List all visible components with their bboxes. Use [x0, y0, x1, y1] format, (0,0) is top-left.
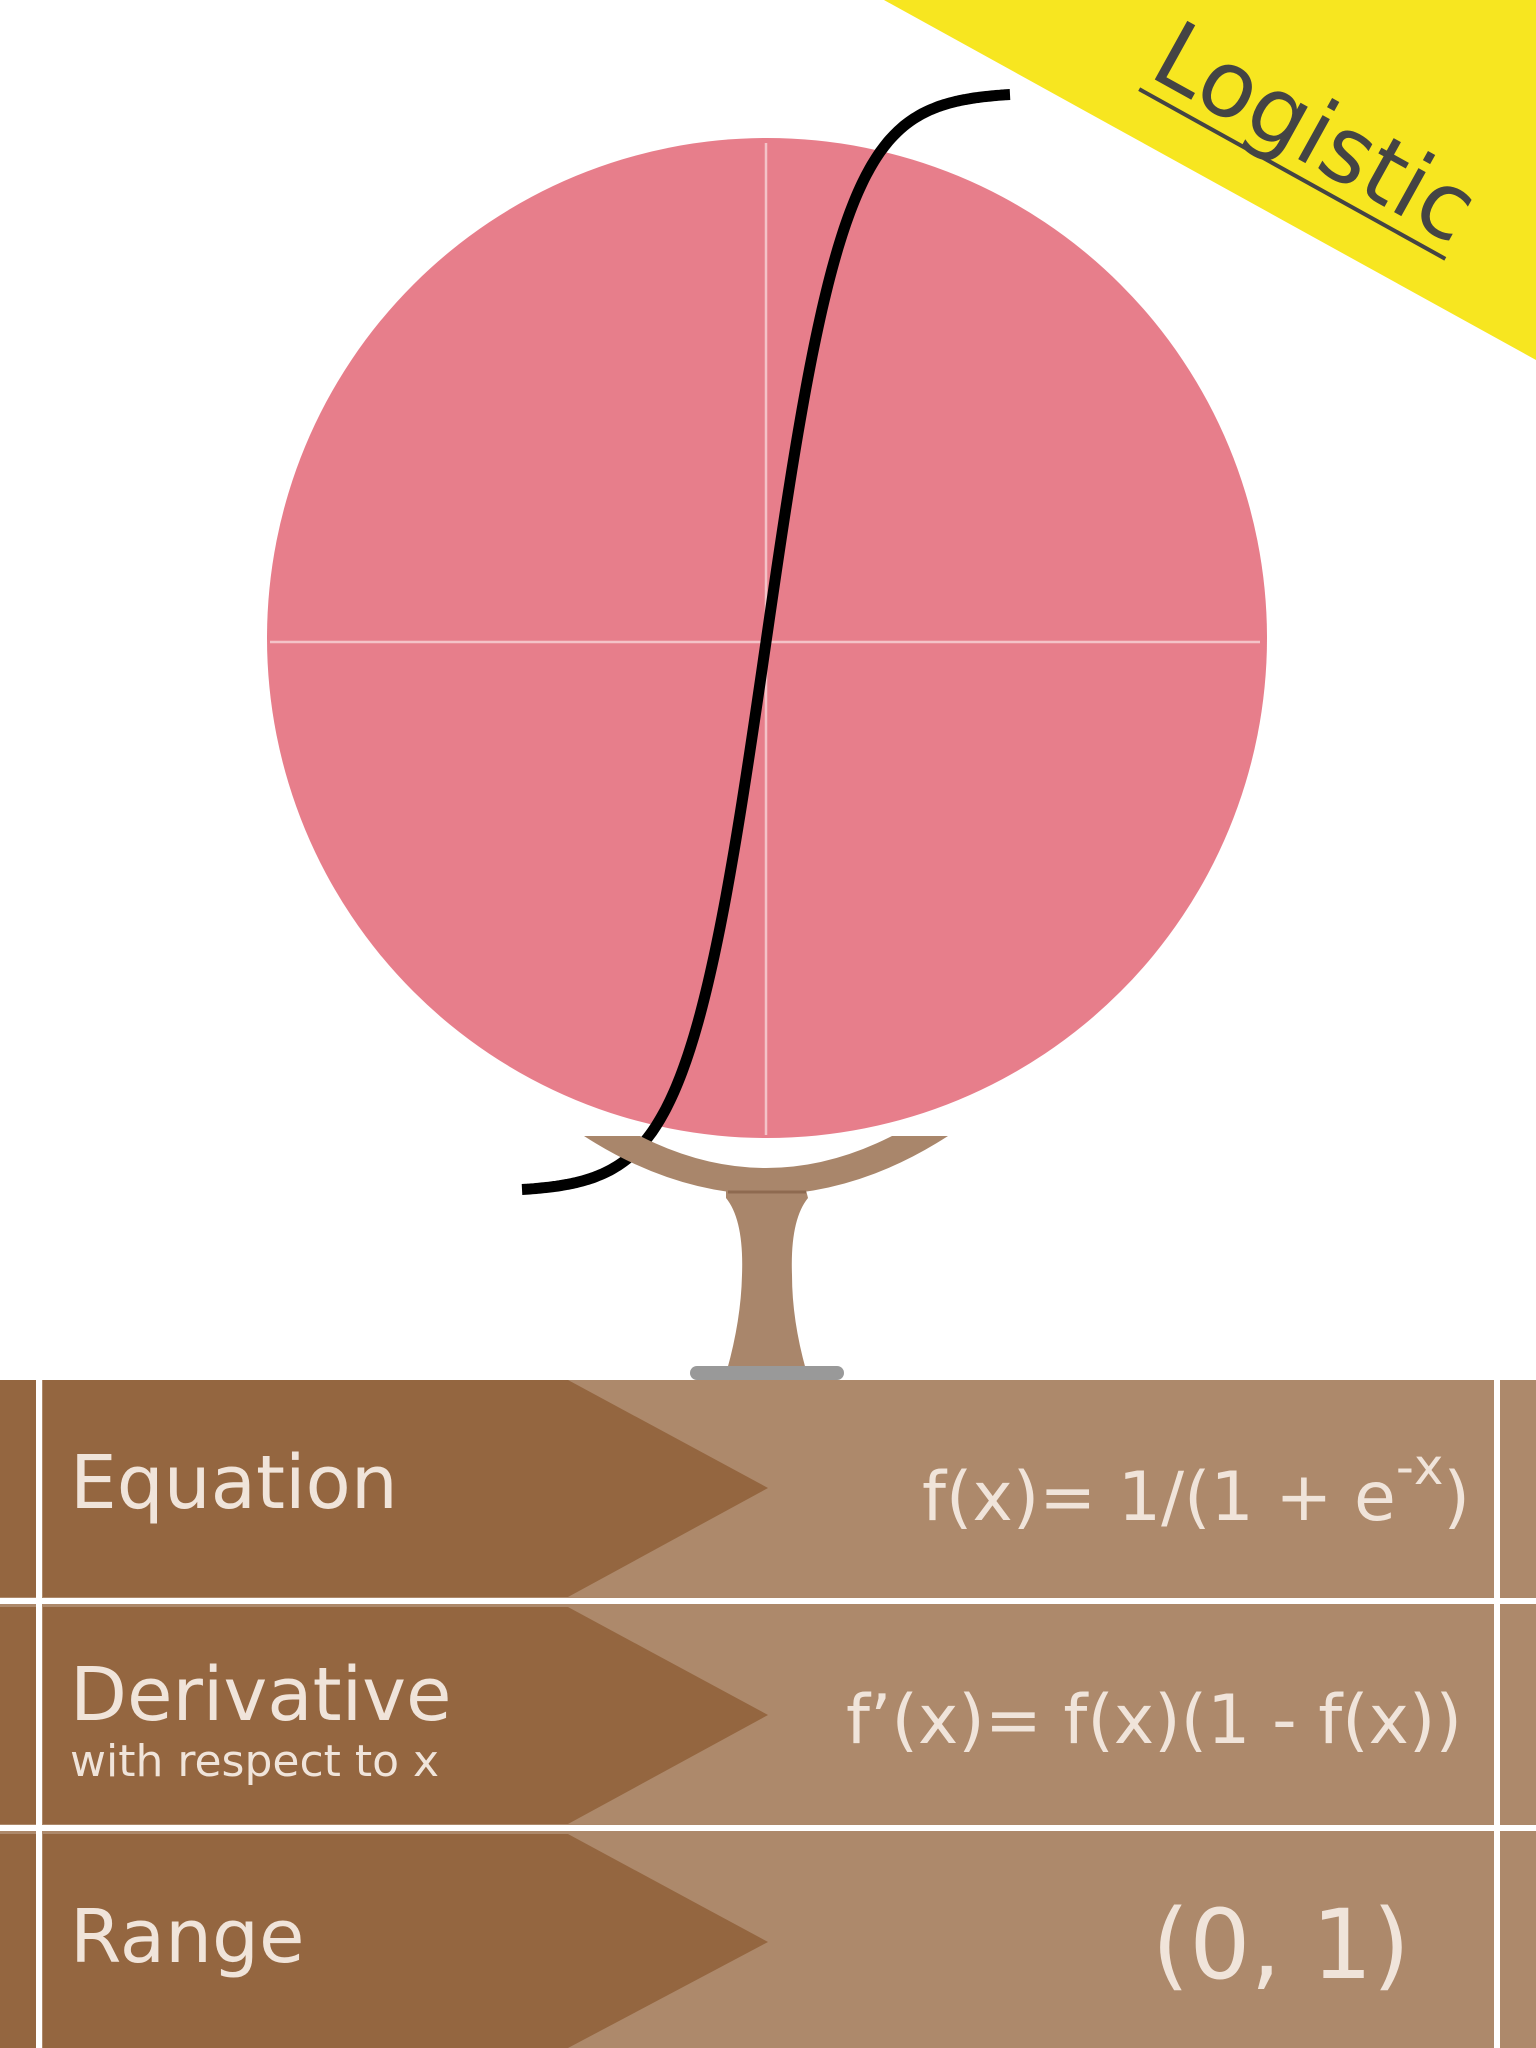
equation-value-exponent: -x	[1396, 1438, 1444, 1496]
row-derivative: Derivative with respect to x f’(x)= f(x)…	[0, 1607, 1462, 1824]
range-label-arrow	[43, 1834, 768, 2048]
row-range: Range (0, 1)	[0, 1834, 1410, 2048]
derivative-value: f’(x)= f(x)(1 - f(x))	[846, 1681, 1462, 1760]
derivative-label: Derivative	[70, 1652, 452, 1738]
stand-cradle	[584, 1136, 948, 1195]
range-label: Range	[70, 1894, 305, 1980]
row-equation: Equation f(x)= 1/(1 + e-x)	[0, 1380, 1536, 1597]
equation-label-arrow	[43, 1380, 768, 1597]
dividers	[0, 1380, 1536, 2048]
range-value: (0, 1)	[1152, 1889, 1410, 2001]
logistic-curve	[521, 89, 1011, 1195]
banner-underline	[1138, 87, 1447, 261]
derivative-sublabel: with respect to x	[70, 1736, 439, 1787]
equation-value-close: )	[1443, 1458, 1470, 1537]
stand-base	[690, 1366, 844, 1380]
equation-value: f(x)= 1/(1 + e-x)	[922, 1438, 1470, 1537]
derivative-label-arrow	[43, 1607, 768, 1824]
row-right-edge	[1500, 1380, 1536, 1597]
equation-label: Equation	[70, 1440, 398, 1526]
title-banner	[884, 0, 1536, 360]
info-table: Equation f(x)= 1/(1 + e-x) Derivative wi…	[0, 1380, 1536, 2048]
row-left-edge	[0, 1607, 36, 1824]
equation-value-main: f(x)= 1/(1 + e	[922, 1458, 1396, 1537]
stand	[584, 1136, 948, 1380]
row-left-edge	[0, 1834, 36, 2048]
row-left-edge	[0, 1380, 36, 1597]
stand-neck	[726, 1190, 808, 1370]
